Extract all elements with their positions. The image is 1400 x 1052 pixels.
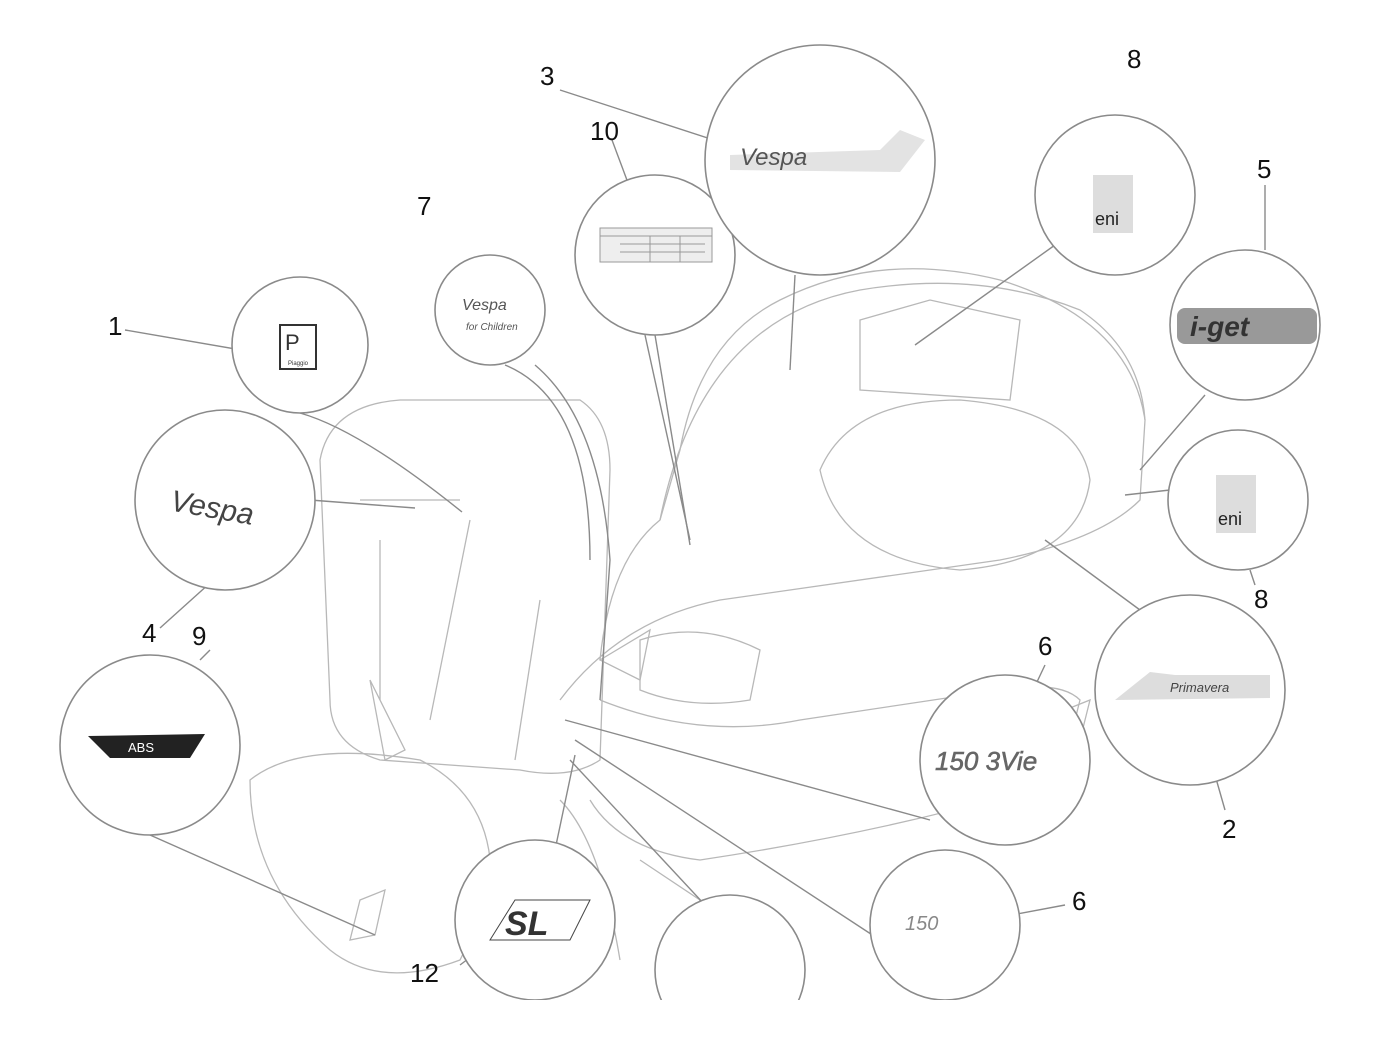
svg-text:Vespa: Vespa	[740, 144, 807, 171]
callout-circle-4: Vespa	[134, 409, 316, 591]
callout-circle-12: SL	[454, 839, 616, 1001]
piaggio-badge-text: Piaggio	[288, 361, 309, 367]
callout-3: 3	[540, 61, 554, 91]
svg-text:i-get: i-get	[1190, 311, 1251, 342]
callout-8-top: 8	[1127, 44, 1141, 74]
scooter-outline	[249, 268, 1146, 974]
svg-text:P: P	[285, 330, 300, 355]
callout-circle-2: Primavera	[1094, 594, 1286, 786]
svg-text:150 3Vie: 150 3Vie	[935, 746, 1037, 776]
svg-text:150: 150	[905, 913, 938, 935]
callout-4: 4	[142, 618, 156, 648]
callout-8-bottom: 8	[1254, 584, 1268, 614]
callout-10: 10	[590, 116, 619, 146]
callout-circle-10	[574, 174, 736, 336]
svg-text:eni: eni	[1095, 209, 1119, 229]
svg-text:ABS: ABS	[128, 740, 154, 755]
callout-12: 12	[410, 958, 439, 988]
callout-1: 1	[108, 311, 122, 341]
callout-circle-6-bottom: 150	[869, 849, 1021, 1001]
svg-text:eni: eni	[1218, 509, 1242, 529]
callout-2: 2	[1222, 814, 1236, 844]
svg-text:Vespa: Vespa	[462, 297, 507, 314]
svg-text:for Children: for Children	[466, 322, 518, 333]
callout-circle-8-bottom: eni	[1167, 429, 1309, 571]
callout-6-bottom: 6	[1072, 886, 1086, 916]
svg-text:SL: SL	[505, 905, 548, 943]
callout-5: 5	[1257, 154, 1271, 184]
piaggio-badge-icon	[279, 324, 317, 370]
callout-circle-6-top: 150 3Vie	[919, 674, 1091, 846]
callout-circle-7: Vespa for Children	[434, 254, 546, 366]
callout-circle-5: i-get	[1169, 249, 1321, 401]
svg-text:Primavera: Primavera	[1170, 680, 1229, 695]
callout-circle-9: ABS	[59, 654, 241, 836]
callout-7: 7	[417, 191, 431, 221]
callout-numbers: 1 2 3 4 5 6 6 7 8 8 9 10 12	[108, 44, 1271, 988]
callout-circle-3: Vespa	[704, 44, 936, 276]
callout-9: 9	[192, 621, 206, 651]
callout-circle-8-top: eni	[1034, 114, 1196, 276]
callout-6-top: 6	[1038, 631, 1052, 661]
callout-circle-1: P Piaggio	[231, 276, 369, 414]
